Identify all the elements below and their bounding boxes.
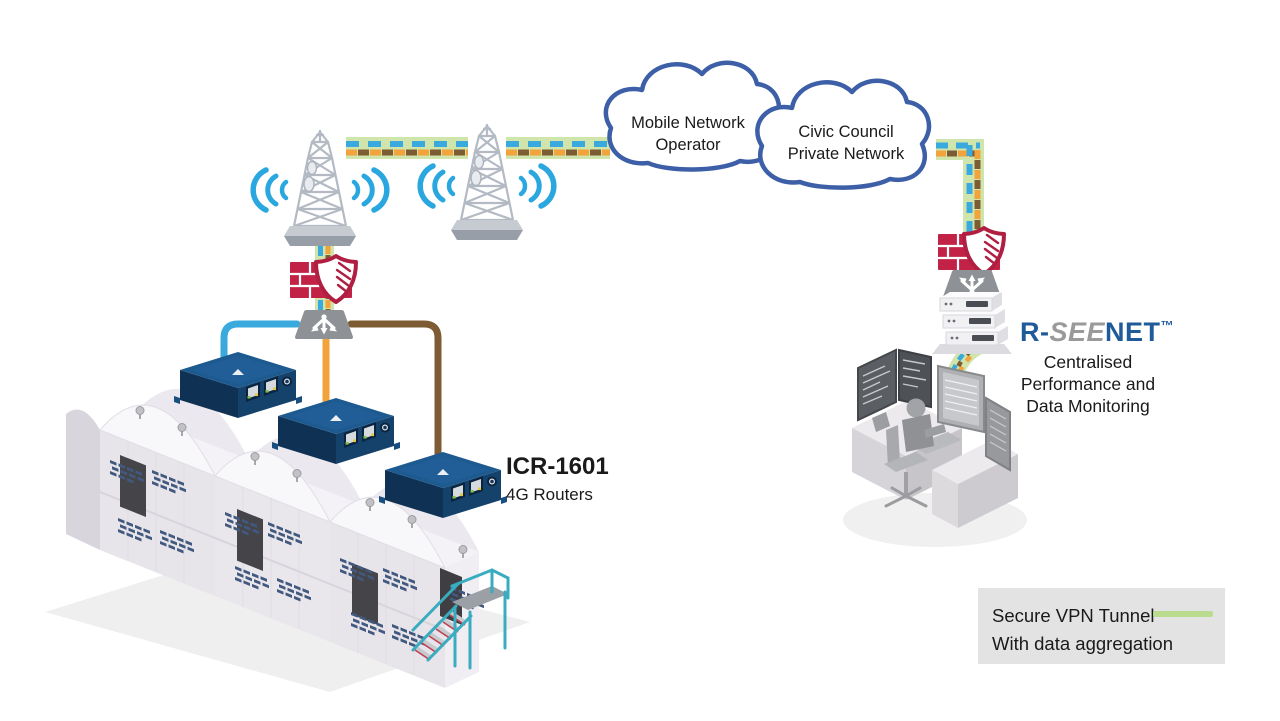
keyboard <box>912 432 962 454</box>
building-roofs <box>99 389 479 569</box>
staircase <box>411 568 510 670</box>
cell-tower-1 <box>282 128 358 248</box>
cloud-label: Civic Council <box>798 123 893 141</box>
cloud-label: Private Network <box>788 145 905 163</box>
legend-background <box>978 588 1225 664</box>
wifi-signal-icon <box>420 166 453 206</box>
center-monitor <box>937 364 985 434</box>
vpn-tunnel-h2 <box>506 137 610 159</box>
monitoring-caption-line: Performance and <box>1021 374 1155 394</box>
monitoring-caption-line: Centralised <box>1044 352 1133 372</box>
vpn-tunnel-right <box>936 139 984 232</box>
legend-title: Secure VPN Tunnel <box>992 605 1154 626</box>
cable-blue <box>220 320 301 368</box>
building-doors <box>120 455 462 625</box>
firewall-icon-right <box>936 226 1006 276</box>
desk <box>852 400 1018 528</box>
wifi-signal-icon <box>354 170 387 210</box>
legend-box: Secure VPN Tunnel With data aggregation <box>978 588 1225 664</box>
server-unit <box>945 326 1008 346</box>
device-subtitle: 4G Routers <box>506 485 593 504</box>
dual-monitor <box>857 348 932 432</box>
device-title: ICR-1601 <box>506 453 609 480</box>
lan-cables <box>220 320 442 470</box>
warehouse-scene <box>45 389 530 692</box>
brand-trademark: ™ <box>1161 318 1175 333</box>
building-end-wall-left <box>66 409 100 550</box>
operator-person <box>902 398 946 452</box>
workstation-scene <box>843 348 1027 547</box>
monitoring-label: R-SEENET™ Centralised Performance and Da… <box>1020 317 1174 416</box>
legend-subtitle: With data aggregation <box>992 633 1173 654</box>
cloud-label: Operator <box>655 136 721 154</box>
server-unit <box>942 309 1005 329</box>
brand-middle: SEE <box>1050 317 1106 347</box>
monitoring-caption-line: Data Monitoring <box>1026 396 1150 416</box>
server-unit <box>939 292 1002 312</box>
lan-switch-icon-left <box>295 310 353 339</box>
cloud-civic-council-private-network: Civic Council Private Network <box>755 78 932 190</box>
brand-suffix: NET <box>1105 317 1161 347</box>
rseenet-brand: R-SEENET™ <box>1020 317 1174 347</box>
device-label: ICR-1601 4G Routers <box>506 453 609 504</box>
wifi-signal-icon <box>253 170 286 210</box>
vpn-tunnel-h1 <box>346 137 468 159</box>
side-monitor <box>985 396 1011 472</box>
server-stack-icon <box>932 292 1012 354</box>
brand-prefix: R- <box>1020 317 1050 347</box>
cable-brown <box>347 320 442 470</box>
legend-swatch <box>1153 611 1213 617</box>
cloud-mobile-network-operator: Mobile Network Operator <box>603 60 782 172</box>
firewall-icon-left <box>288 254 358 304</box>
wifi-signal-icon <box>521 166 554 206</box>
office-chair <box>884 425 928 508</box>
cloud-label: Mobile Network <box>631 114 745 132</box>
